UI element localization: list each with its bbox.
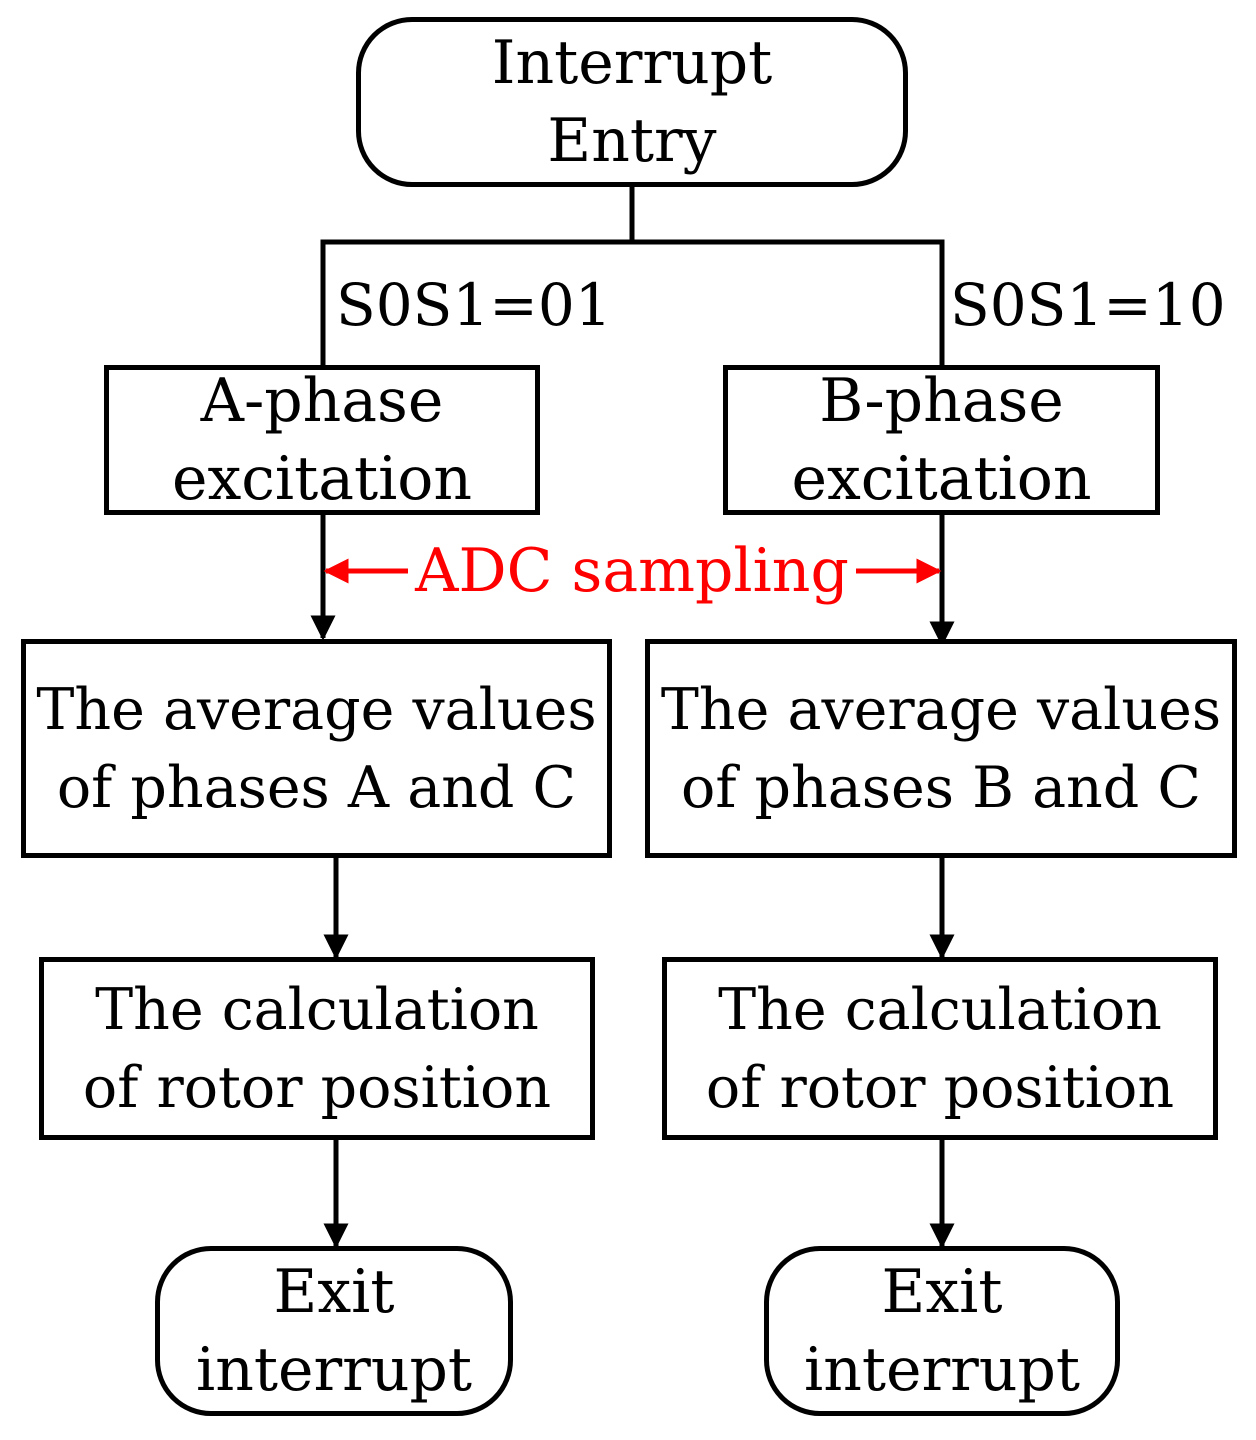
node-line: excitation xyxy=(791,444,1092,514)
node-line: interrupt xyxy=(196,1335,472,1405)
node-line: interrupt xyxy=(804,1335,1080,1405)
a-exit-interrupt-node: Exit interrupt xyxy=(155,1246,513,1416)
node-line: The calculation xyxy=(718,976,1162,1043)
a-phase-excitation-node: A-phase excitation xyxy=(104,365,540,515)
a-average-values-node: The average values of phases A and C xyxy=(21,639,612,858)
branch-label-right: S0S1=10 xyxy=(950,271,1226,339)
node-line: The average values xyxy=(660,676,1222,743)
branch-label-left: S0S1=01 xyxy=(336,271,612,339)
node-line: Entry xyxy=(547,106,717,176)
adc-sampling-label: ADC sampling xyxy=(415,536,849,606)
node-line: Exit xyxy=(273,1257,395,1327)
node-line: Exit xyxy=(881,1257,1003,1327)
node-line: of rotor position xyxy=(705,1054,1175,1121)
node-line: excitation xyxy=(171,444,473,514)
node-line: of phases A and C xyxy=(56,754,577,821)
b-exit-interrupt-node: Exit interrupt xyxy=(764,1246,1120,1416)
b-rotor-position-calc-node: The calculation of rotor position xyxy=(662,957,1218,1140)
node-line: A-phase xyxy=(200,366,444,436)
node-line: The calculation xyxy=(95,976,539,1043)
b-average-values-node: The average values of phases B and C xyxy=(645,639,1237,858)
interrupt-entry-node: Interrupt Entry xyxy=(356,17,908,187)
node-line: The average values xyxy=(36,676,597,743)
node-line: of rotor position xyxy=(82,1054,552,1121)
node-line: of phases B and C xyxy=(681,754,1201,821)
a-rotor-position-calc-node: The calculation of rotor position xyxy=(39,957,595,1140)
node-line: B-phase xyxy=(819,366,1064,436)
b-phase-excitation-node: B-phase excitation xyxy=(723,365,1160,515)
node-line: Interrupt xyxy=(491,28,773,98)
